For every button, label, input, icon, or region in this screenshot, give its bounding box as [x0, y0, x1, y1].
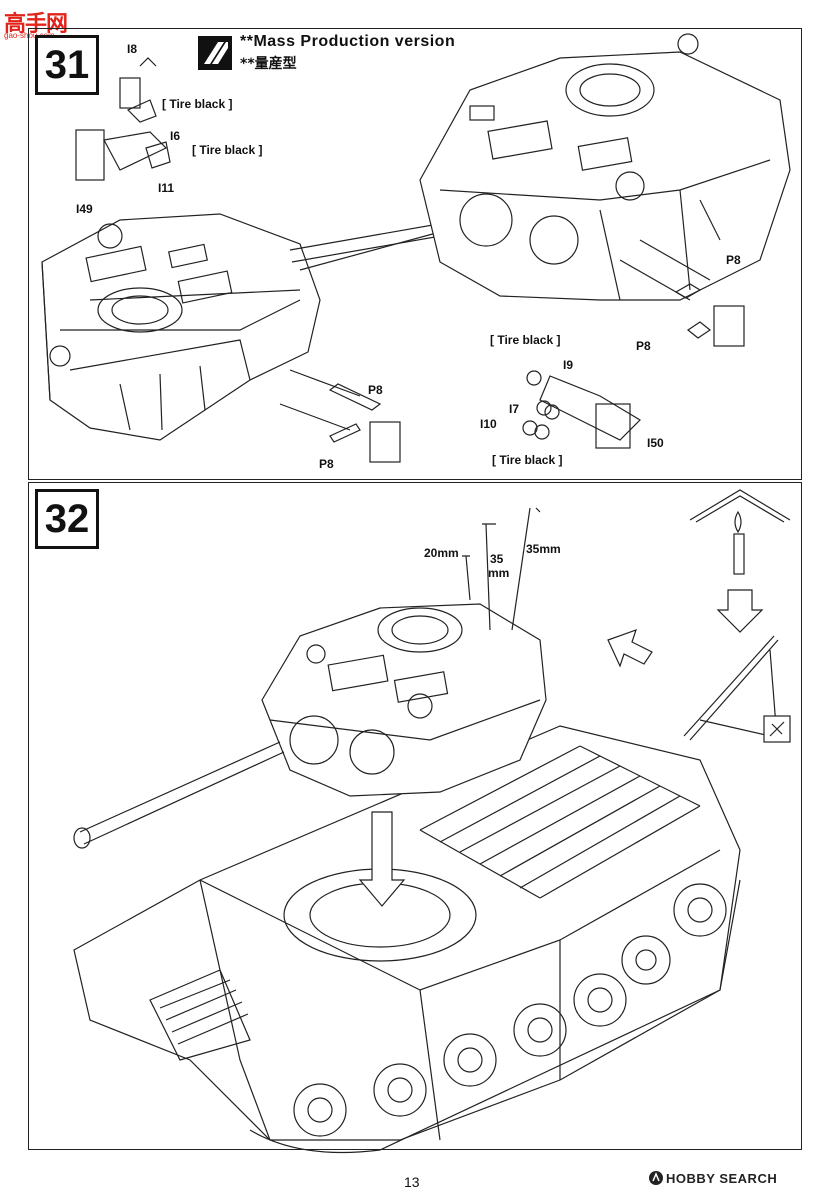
- measurement-35-number: 35: [490, 552, 504, 566]
- step-number-32: 32: [35, 489, 99, 549]
- mass-production-title: **Mass Production version: [240, 33, 456, 50]
- measurement-35-unit: mm: [488, 566, 510, 580]
- mass-production-subtitle: **量産型: [240, 56, 297, 72]
- page-number: 13: [404, 1174, 420, 1190]
- step-32-panel: 32: [28, 482, 802, 1150]
- part-label-i50: I50: [647, 436, 664, 450]
- measurement-35mm: 35mm: [526, 542, 561, 556]
- hobby-search-icon: [649, 1171, 663, 1185]
- part-label-p8-bottom-right: P8: [636, 339, 651, 353]
- part-label-p8-top-right: P8: [726, 253, 741, 267]
- part-label-p8-bottom-left: P8: [319, 457, 334, 471]
- step-31-panel: 31: [28, 28, 802, 480]
- measurement-20mm: 20mm: [424, 546, 459, 560]
- part-label-i6: I6: [170, 129, 181, 143]
- tire-black-label-i10: [ Tire black ]: [492, 453, 563, 467]
- step-number-31: 31: [35, 35, 99, 95]
- part-label-i8: I8: [127, 42, 138, 56]
- watermark-url: gao-shou.com: [4, 31, 55, 40]
- part-label-i9: I9: [563, 358, 574, 372]
- mass-production-icon: [198, 36, 232, 70]
- tire-black-label-i9: [ Tire black ]: [490, 333, 561, 347]
- part-label-i10: I10: [480, 417, 497, 431]
- watermark-text: 高手网: [4, 12, 68, 37]
- hobby-search-brand: HOBBY SEARCH: [666, 1171, 778, 1186]
- tire-black-label-i8: [ Tire black ]: [162, 97, 233, 111]
- tire-black-label-i11: [ Tire black ]: [192, 143, 263, 157]
- part-label-i49: I49: [76, 202, 93, 216]
- part-label-i11: I11: [158, 181, 175, 195]
- part-label-i7: I7: [509, 402, 520, 416]
- watermark-logo: 高手网 gao-shou.com: [4, 6, 74, 40]
- part-label-p8-left: P8: [368, 383, 383, 397]
